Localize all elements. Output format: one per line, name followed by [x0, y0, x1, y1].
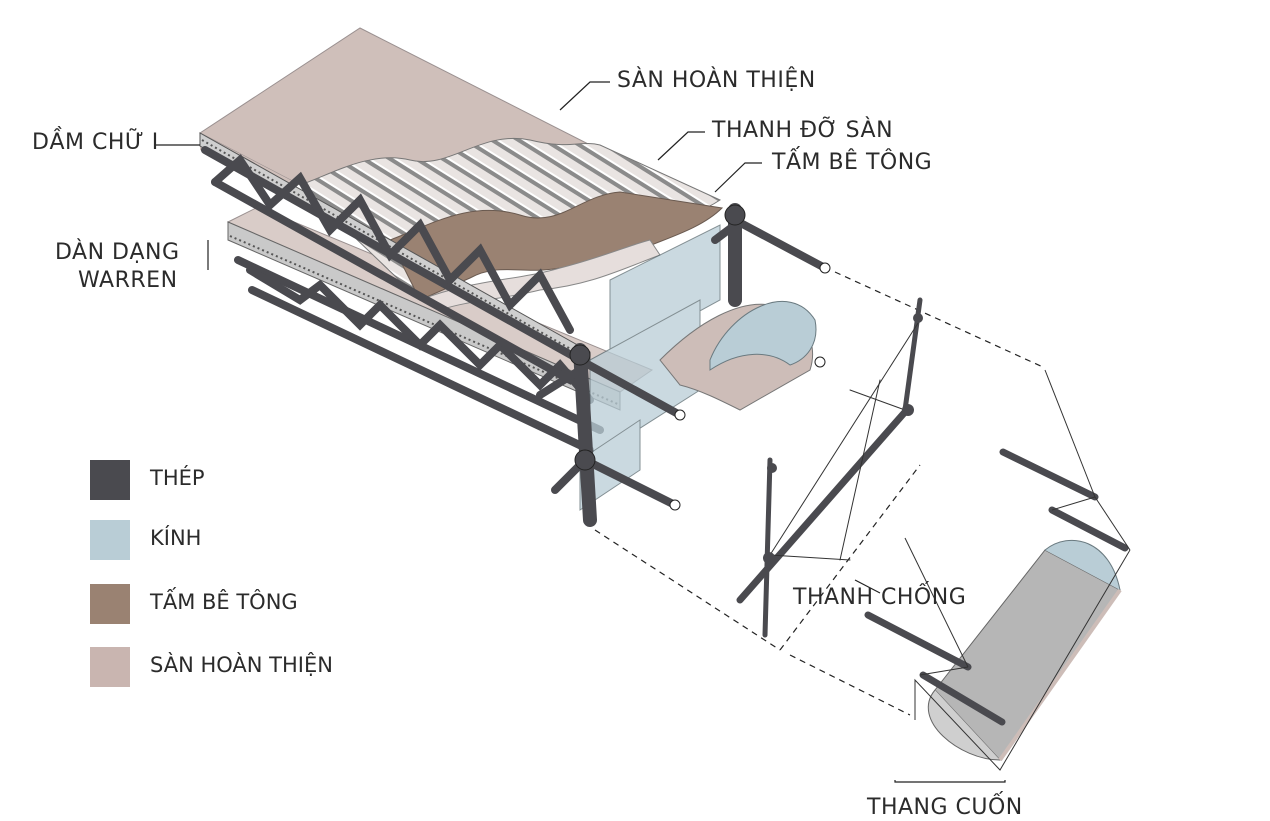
legend-swatch-steel [90, 460, 130, 500]
label-finished-floor: SÀN HOÀN THIỆN [617, 68, 816, 93]
legend-swatch-glass [90, 520, 130, 560]
column-joints [569, 204, 831, 511]
legend-label-steel: THÉP [150, 466, 205, 490]
label-concrete-slab: TẤM BÊ TÔNG [772, 150, 933, 175]
legend-label-glass: KÍNH [150, 526, 202, 550]
legend-item-concrete: TẤM BÊ TÔNG [88, 582, 388, 626]
legend-label-finish: SÀN HOÀN THIỆN [150, 653, 333, 677]
curved-finish-element [659, 301, 817, 411]
legend-label-concrete: TẤM BÊ TÔNG [150, 590, 298, 614]
strut-assembly [736, 297, 923, 638]
legend-swatch-finish [90, 647, 130, 687]
lower-warren-truss [234, 256, 604, 454]
label-warren-truss-2: WARREN [78, 268, 178, 293]
label-strut: THANH CHỐNG [793, 585, 967, 610]
legend-item-glass: KÍNH [88, 518, 388, 562]
leader-lines [155, 81, 1006, 783]
label-floor-joist: THANH ĐỠ SÀN [712, 118, 894, 143]
escalator-cables [904, 369, 1131, 676]
strut-joints [763, 313, 923, 564]
steel-columns [536, 203, 829, 527]
upper-warren-truss [201, 146, 584, 384]
escalator-supports [864, 448, 1129, 726]
label-warren-truss-1: DÀN DẠNG [55, 240, 180, 265]
label-i-beam: DẦM CHỮ I [32, 130, 159, 155]
legend-item-finish: SÀN HOÀN THIỆN [88, 645, 388, 689]
legend-item-steel: THÉP [88, 458, 388, 502]
explode-guides [594, 271, 1046, 716]
label-escalator: THANG CUỐN [867, 795, 1023, 820]
legend-swatch-concrete [90, 584, 130, 624]
